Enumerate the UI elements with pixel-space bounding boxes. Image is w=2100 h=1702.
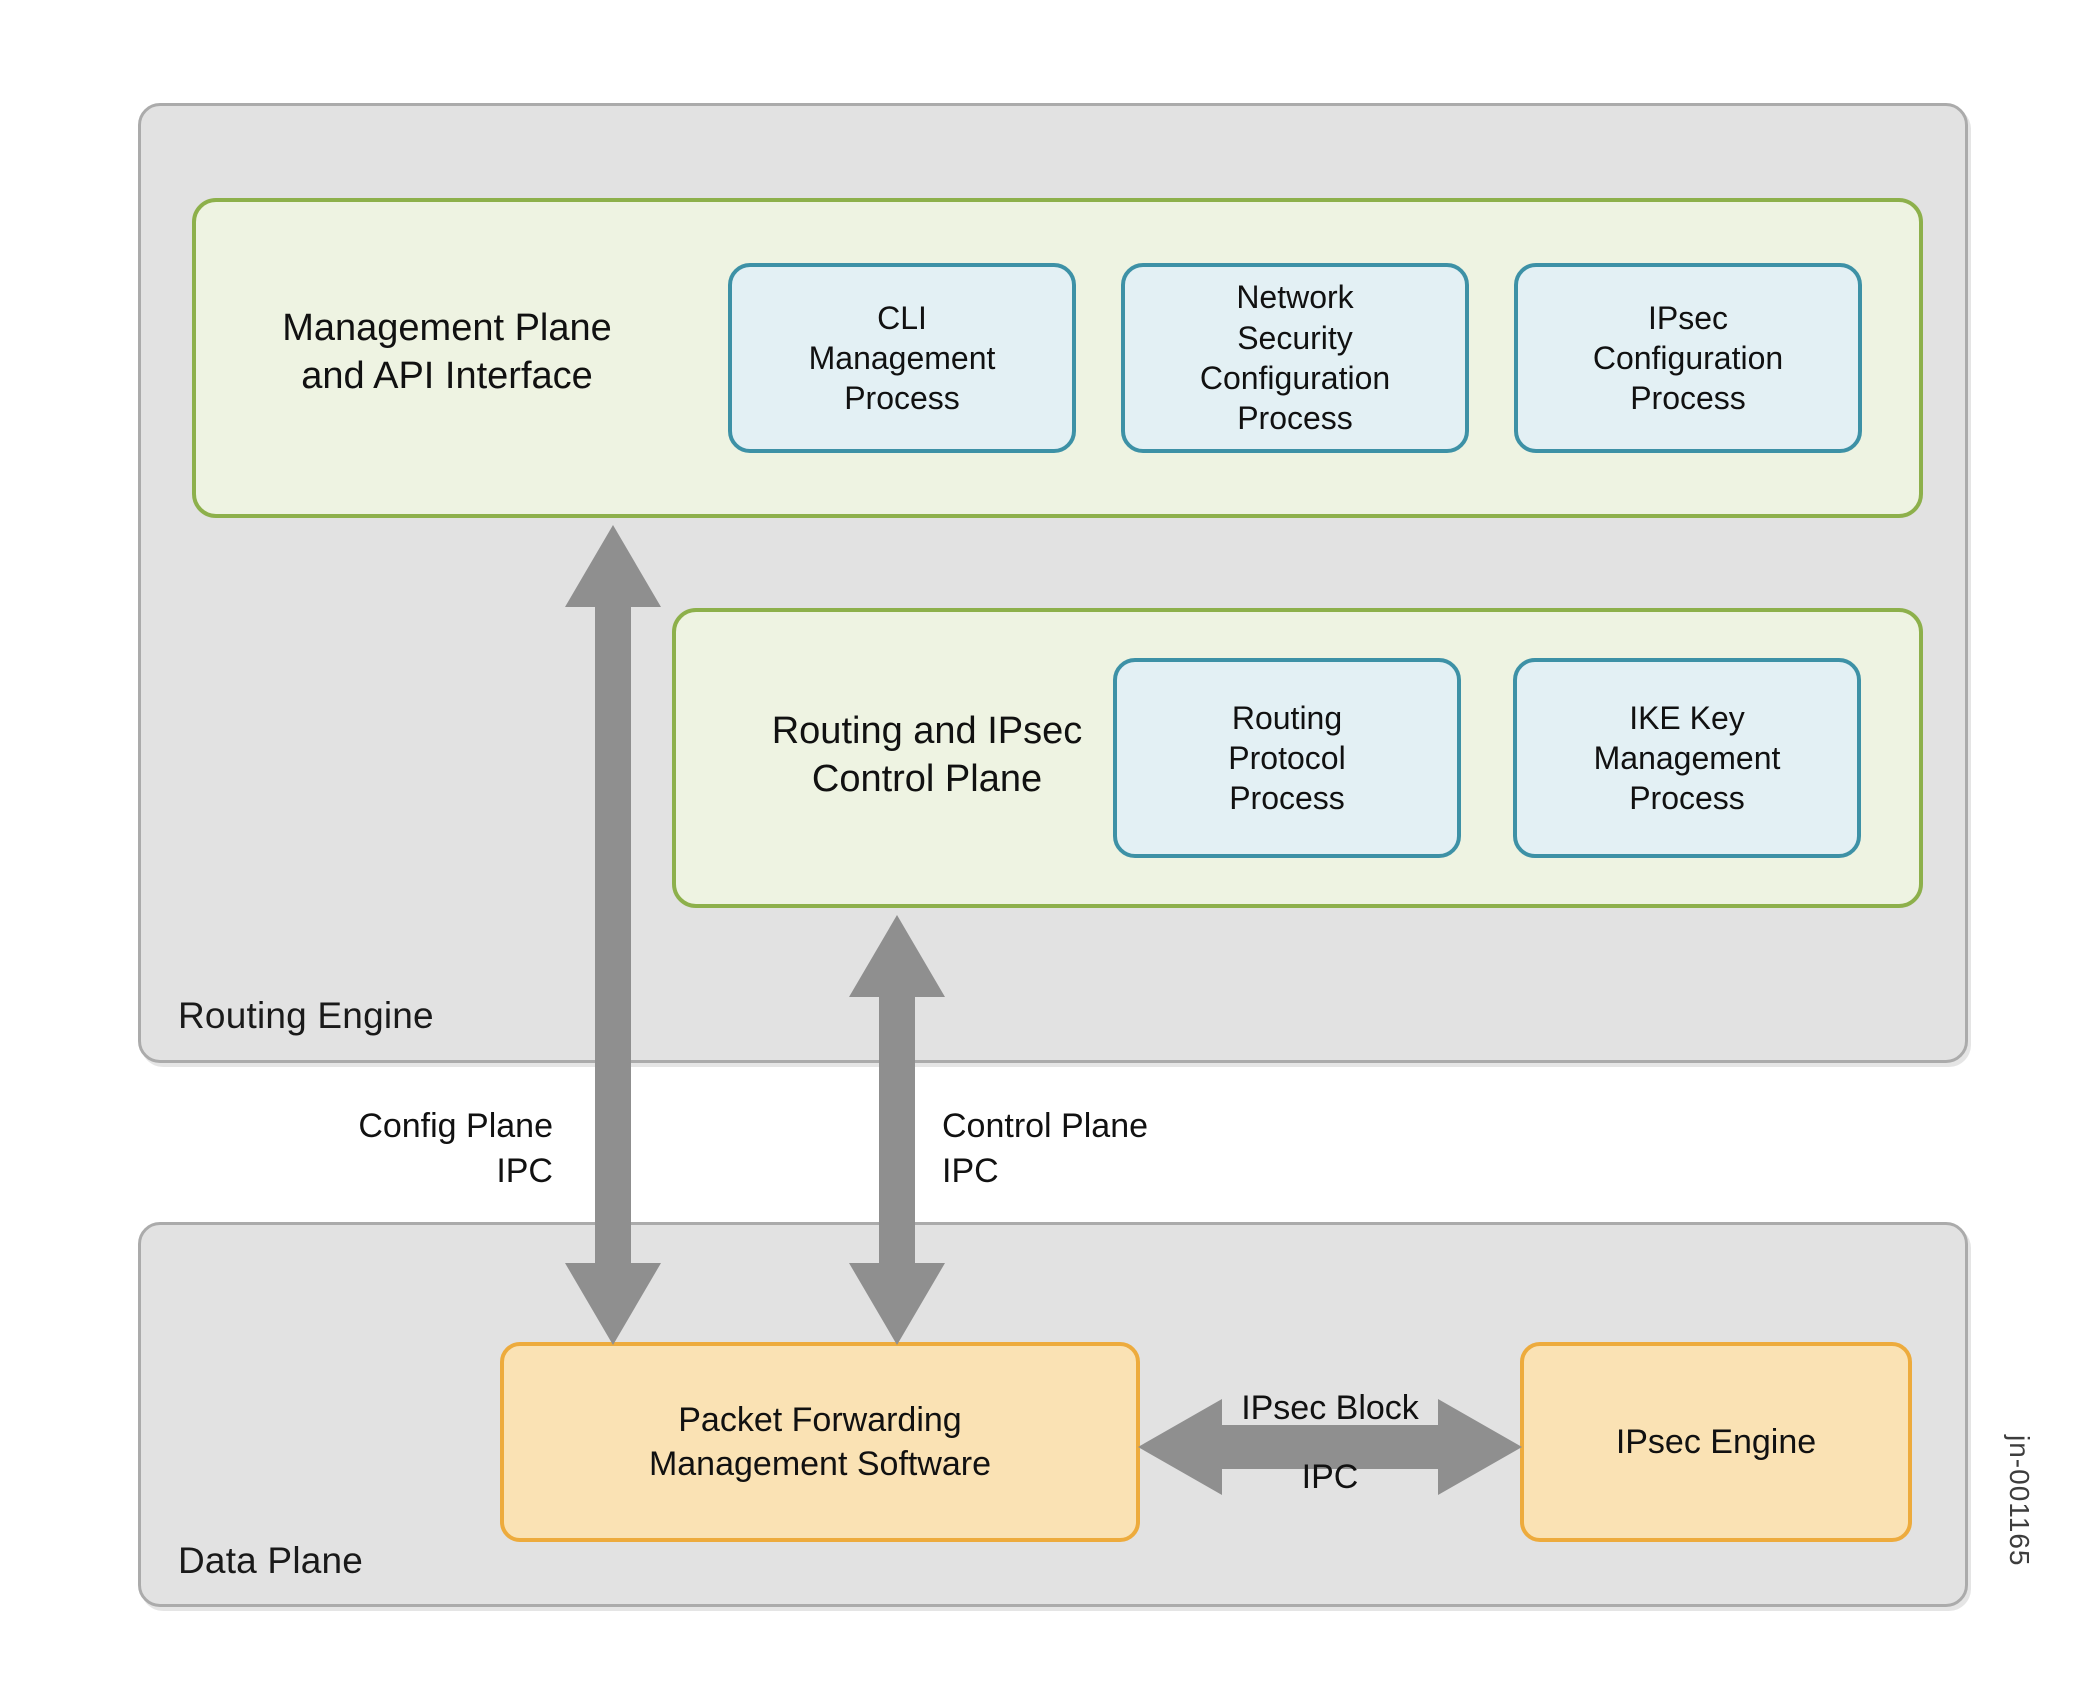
- process-ipsec-configuration[interactable]: IPsec Configuration Process: [1514, 263, 1862, 453]
- control-plane-title: Routing and IPsec Control Plane: [771, 710, 1083, 800]
- config-plane-ipc-label: Config Plane IPC: [358, 1107, 553, 1190]
- process-cli-management-label: CLI Management Process: [808, 299, 996, 417]
- routing-engine-label: Routing Engine: [178, 995, 434, 1036]
- management-plane-title: Management Plane and API Interface: [282, 307, 612, 397]
- control-plane-ipc-label: Control Plane IPC: [942, 1107, 1149, 1190]
- config-plane-ipc-arrow: [565, 525, 661, 1345]
- process-routing-protocol[interactable]: Routing Protocol Process: [1113, 658, 1461, 858]
- packet-forwarding-management-software[interactable]: Packet Forwarding Management Software: [500, 1342, 1140, 1542]
- process-routing-protocol-label: Routing Protocol Process: [1228, 699, 1346, 817]
- ipsec-engine-label: IPsec Engine: [1615, 1422, 1817, 1461]
- process-ipsec-configuration-label: IPsec Configuration Process: [1592, 299, 1784, 417]
- process-network-security-configuration-label: Network Security Configuration Process: [1199, 279, 1391, 437]
- process-ike-key-management[interactable]: IKE Key Management Process: [1513, 658, 1861, 858]
- process-ike-key-management-label: IKE Key Management Process: [1593, 699, 1781, 817]
- ipsec-block-ipc-arrow: [1138, 1399, 1522, 1495]
- ipsec-block-ipc-bottom-label: IPC: [1301, 1458, 1359, 1496]
- data-plane-label: Data Plane: [178, 1540, 364, 1581]
- figure-id-watermark: jn-001165: [2004, 1435, 2035, 1567]
- ipsec-block-ipc-top-label: IPsec Block: [1241, 1389, 1419, 1427]
- ipsec-engine[interactable]: IPsec Engine: [1520, 1342, 1912, 1542]
- control-plane-ipc-arrow: [849, 915, 945, 1345]
- packet-forwarding-management-software-label: Packet Forwarding Management Software: [648, 1400, 992, 1483]
- process-network-security-configuration[interactable]: Network Security Configuration Process: [1121, 263, 1469, 453]
- process-cli-management[interactable]: CLI Management Process: [728, 263, 1076, 453]
